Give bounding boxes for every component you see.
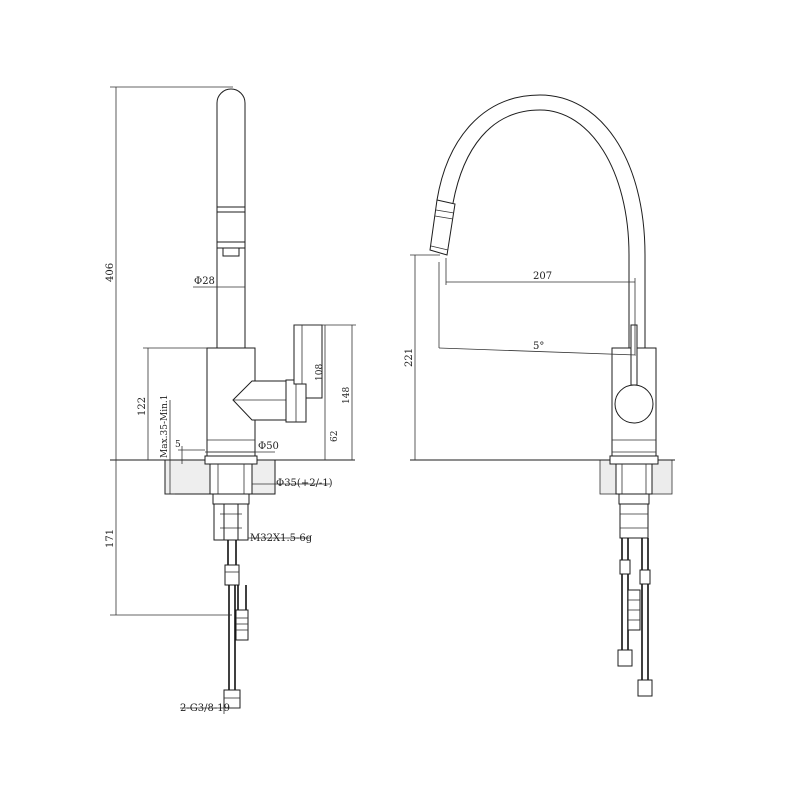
dim-thread: M32X1.5-6g <box>250 533 313 544</box>
side-dimension-labels: 406 Φ28 122 Max.35-Min.1 5 108 148 62 Φ5… <box>105 263 352 714</box>
dim-hose-connection: 2-G3/8-19 <box>180 703 230 714</box>
dim-handle-height: 108 <box>315 364 325 381</box>
thread-shank-side <box>213 503 249 541</box>
dim-reach: 207 <box>533 271 552 282</box>
dim-angle: 5° <box>533 341 544 352</box>
side-view: 406 Φ28 122 Max.35-Min.1 5 108 148 62 Φ5… <box>105 86 356 714</box>
side-dimension-lines <box>110 86 356 714</box>
front-dimension-lines <box>410 254 637 460</box>
dim-handle-offset: 62 <box>330 431 340 442</box>
dim-body-height: 122 <box>137 397 148 416</box>
dim-gap: 5 <box>175 440 181 450</box>
aerator-side <box>217 206 245 257</box>
dim-total-height: 406 <box>105 263 116 282</box>
front-view: 207 221 5° <box>404 94 675 697</box>
dim-base-diameter: Φ50 <box>258 441 279 452</box>
hoses-front <box>617 538 653 697</box>
dim-hole-diameter: Φ35(+2/-1) <box>276 478 333 489</box>
base-ring-side <box>204 455 258 465</box>
dim-spout-height: 221 <box>404 348 415 367</box>
hoses-side <box>223 540 249 709</box>
mount-nut-side <box>209 463 253 495</box>
handle-knob-front <box>614 384 654 424</box>
spout-side <box>216 88 246 349</box>
front-dimension-labels: 207 221 5° <box>404 271 552 367</box>
dim-deck-thickness: Max.35-Min.1 <box>160 395 170 459</box>
gooseneck-spout <box>436 94 646 348</box>
dim-handle-outer: 148 <box>342 387 352 404</box>
thread-shank-front <box>619 503 649 539</box>
mount-nut-front <box>615 463 653 495</box>
pullout-head <box>429 199 456 256</box>
dim-below-deck: 171 <box>105 529 116 548</box>
dim-spout-diameter: Φ28 <box>194 276 215 287</box>
